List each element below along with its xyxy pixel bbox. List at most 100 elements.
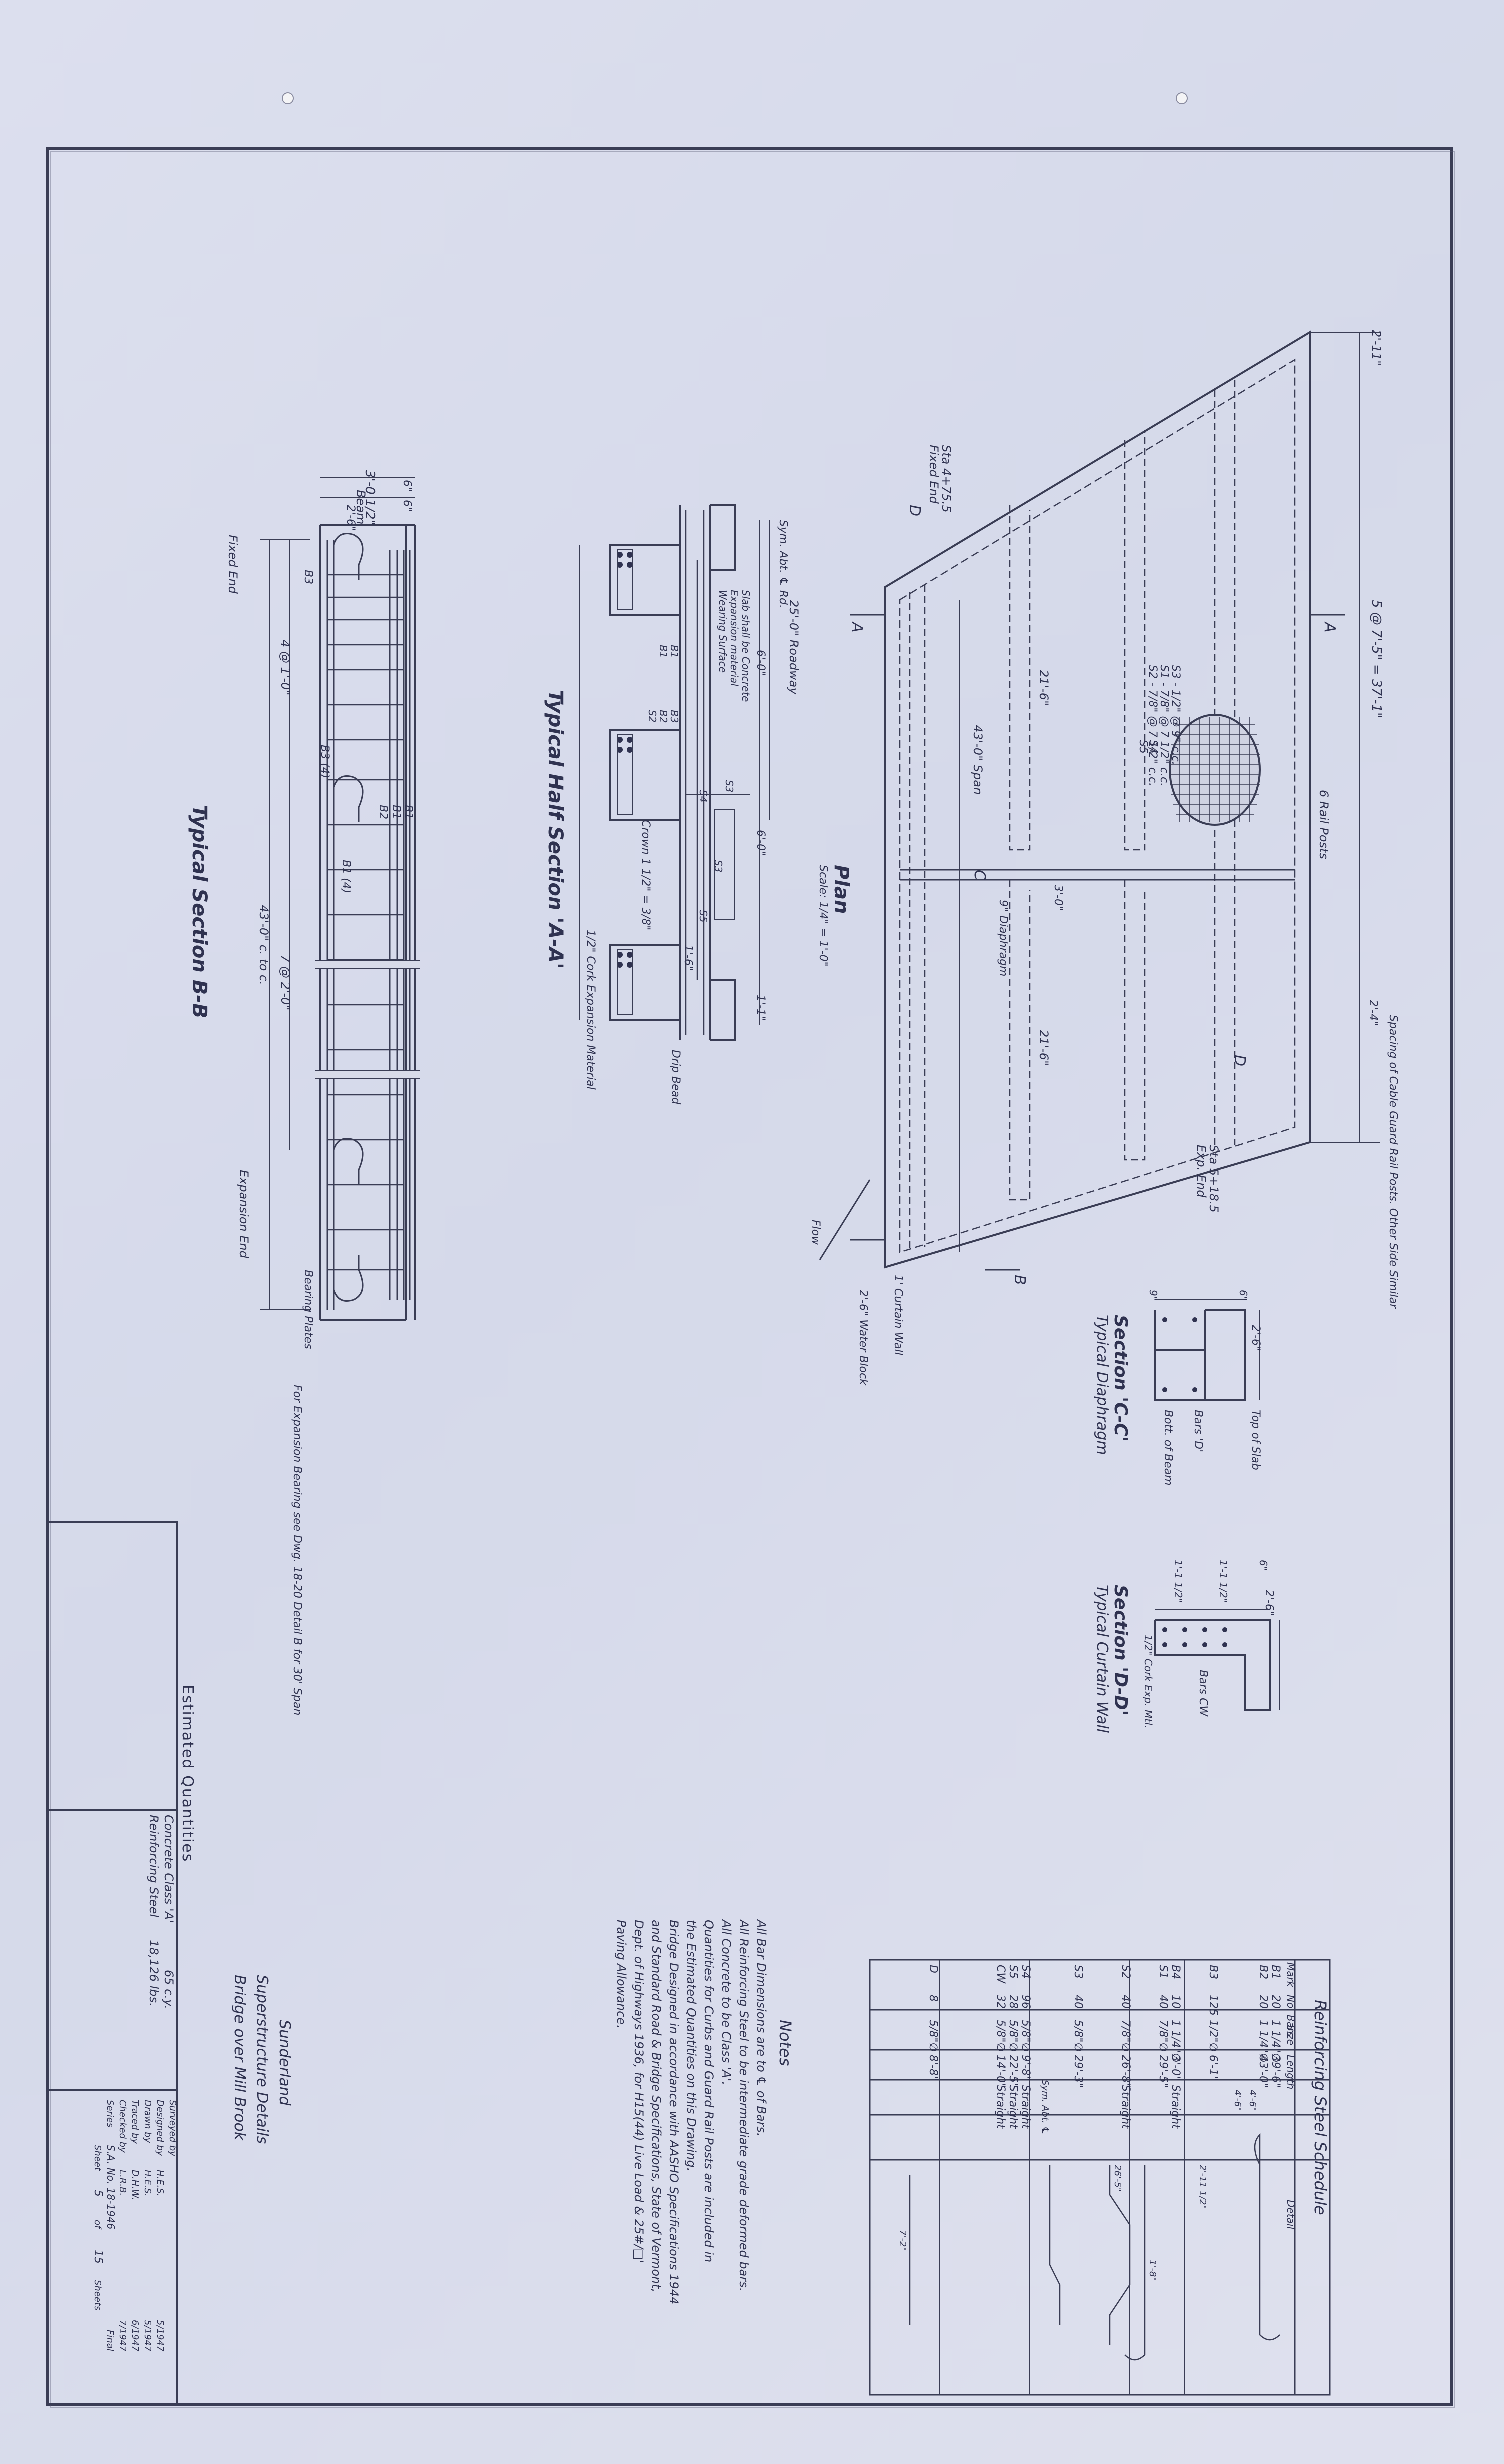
mesh-detail [1169,714,1261,826]
sched-dim: 7'-2" [898,2230,908,2251]
role-name: H.E.S. [142,2170,153,2197]
cut-a-2: A [1321,621,1338,633]
schedule-row: CW 32 5/8"∅ 14'-0" Straight [994,1965,1007,2129]
dd-bars: Bars CW [1197,1670,1210,1717]
bar-label: B2 [377,805,390,819]
series-label: Series [105,2100,116,2127]
bar-label: S5 [698,910,710,922]
fixed-end-label: Fixed End [226,535,240,594]
note-line: Quantities for Curbs and Guard Rail Post… [702,1920,716,2262]
sta-exp: Sta 5+18.5 [1207,1145,1221,1213]
dd-title: Section 'D-D' [1110,1585,1131,1716]
cell-no: 40 [1120,1995,1132,2009]
cell-size: 5/8"∅ [1020,2020,1032,2052]
cell-length: 8'-8" [927,2055,940,2081]
schedule-col-header: Mark [1285,1962,1297,1988]
cell-size: 7/8"∅ [1120,2020,1132,2052]
role-date: 5/1947 [142,2320,153,2352]
beam-dim-3: 6" [401,500,414,512]
cc-subtitle: Typical Diaphragm [1094,1315,1111,1455]
cell-length: 43'-0" [1257,2055,1270,2088]
cell-length: 22'-5" [1007,2055,1020,2088]
note-line: Dept. of Highways 1936, for H15(44) Live… [632,1920,646,2263]
plan-view: 5 @ 7'-5" = 37'-1" 2'-11" Spacing of Cab… [810,330,1400,1386]
binder-holes [282,92,1188,104]
cell-mark: B2 [1257,1965,1270,1979]
rail-posts: 6 Rail Posts [1317,790,1331,859]
schedule-row: S1 40 7/8"∅ 29'-5" [1157,1965,1170,2088]
dim-label: 6'-0" [754,830,767,856]
cell-length: 3'-0" [1170,2055,1182,2081]
spacing-1: 4 @ 1'-0" [278,640,292,695]
qty-item: Reinforcing Steel [147,1815,161,1917]
expansion-end-label: Expansion End [237,1170,251,1259]
cell-length: 14'-0" [994,2055,1007,2088]
diaphragm-label: 9" Diaphragm [997,900,1010,976]
cell-detail: Straight [994,2085,1007,2129]
cut-d: D [906,505,924,516]
cell-length: 29'-3" [1072,2055,1084,2088]
sched-dim: 2'-11 1/2" [1198,2165,1208,2209]
crown-label: Crown 1 1/2" = 3/8" [640,820,652,930]
note-line: Bridge Designed in accordance with AASHO… [667,1920,681,2304]
beam-dim-2: 6" [401,480,414,492]
steel-schedule: Reinforcing Steel Schedule Mark No. Bars… [869,1959,1331,2396]
plan-bar-3: S2 - 7/8" @ 7 1/2" c.c. [1146,665,1159,786]
spacing-3: 43'-0" c. to c. [257,905,271,985]
bar-label: B1 [658,645,670,658]
cell-mark: S4 [1020,1965,1032,1979]
series-value: S.A. No. 18-1946 [105,2145,117,2229]
cell-mark: B3 [1207,1965,1220,1979]
plan-s4: S4 [1147,740,1160,754]
sheet-number: 5 [92,2190,104,2197]
cell-length: 26'-8" [1120,2055,1132,2088]
drawing-title: Superstructure Details [254,1975,271,2144]
sym-label: Sym. Abt. ℄ Rd. [777,520,790,608]
cell-size: 1 1/4"∅ [1170,2020,1182,2063]
cut-d-2: D [1231,1055,1248,1066]
role-label: Drawn by [142,2100,153,2143]
bar-label: B3 (4) [318,745,331,778]
dim-label: 1'-1" [754,995,767,1021]
dd-dim-a: 1'-1 1/2" [1218,1560,1230,1603]
role-label: Traced by [130,2100,140,2144]
sched-dim: 4'-6" [1232,2090,1243,2111]
cell-no: 10 [1170,1995,1182,2009]
cell-no: 125 [1207,1995,1220,2016]
dd-dim-c: 6" [1258,1560,1270,1571]
cell-no: 40 [1157,1995,1170,2009]
anchor-note: Spacing of Cable Guard Rail Posts. Other… [1387,1015,1400,1309]
schedule-row: S2 40 7/8"∅ 26'-8" Straight [1120,1965,1132,2129]
cell-mark: B4 [1170,1965,1182,1979]
schedule-row: B3 125 1/2"∅ 6'-1" [1207,1965,1220,2081]
cell-no: 40 [1072,1995,1084,2009]
note-line: Paving Allowance. [614,1920,628,2029]
role-name: D.H.W. [130,2170,140,2200]
role-date: 6/1947 [130,2320,140,2352]
cell-no: 20 [1270,1995,1282,2009]
dim-label: 1'-6" [682,945,694,971]
cell-size: 5/8"∅ [1072,2020,1084,2052]
dim-label: 6'-0" [754,650,767,676]
top-dim: 2'-11" [1370,330,1384,366]
role-label: Checked by [118,2100,128,2153]
cell-length: 29'-5" [1157,2055,1170,2088]
schedule-col-header: No. Bars [1285,1995,1297,2037]
sched-dim: 4'-6" [1248,2090,1258,2111]
bridge-name: Bridge over Mill Brook [231,1975,248,2141]
sta-fixed: Sta 4+75.5 [940,445,954,513]
schedule-row: D 8 5/8"∅ 8'-8" [927,1965,940,2081]
schedule-row: S4 96 5/8"∅ 9'-8" Straight [1020,1965,1032,2129]
note-line: All Reinforcing Steel to be intermediate… [737,1919,751,2291]
bar-label: B1 [668,645,680,658]
curtain-wall: 1' Curtain Wall [892,1275,904,1355]
roadway-dim: 25'-0" Roadway [787,600,801,695]
cell-no: 32 [994,1995,1007,2009]
bar-label: B3 [668,710,680,723]
plan-bar-2: S1 - 7/8" @ 7 1/2" c.c. [1158,665,1170,786]
section-dd: 2'-6" 1'-1 1/2" 1'-1 1/2" 6" Bars CW 1/2… [1094,1560,1280,1733]
dd-subtitle: Typical Curtain Wall [1094,1585,1111,1733]
bar-label: S2 [646,710,658,722]
schedule-row: S5 28 5/8"∅ 22'-5" Straight [1007,1965,1020,2129]
section-bb-title: Typical Section B-B [188,805,211,1018]
